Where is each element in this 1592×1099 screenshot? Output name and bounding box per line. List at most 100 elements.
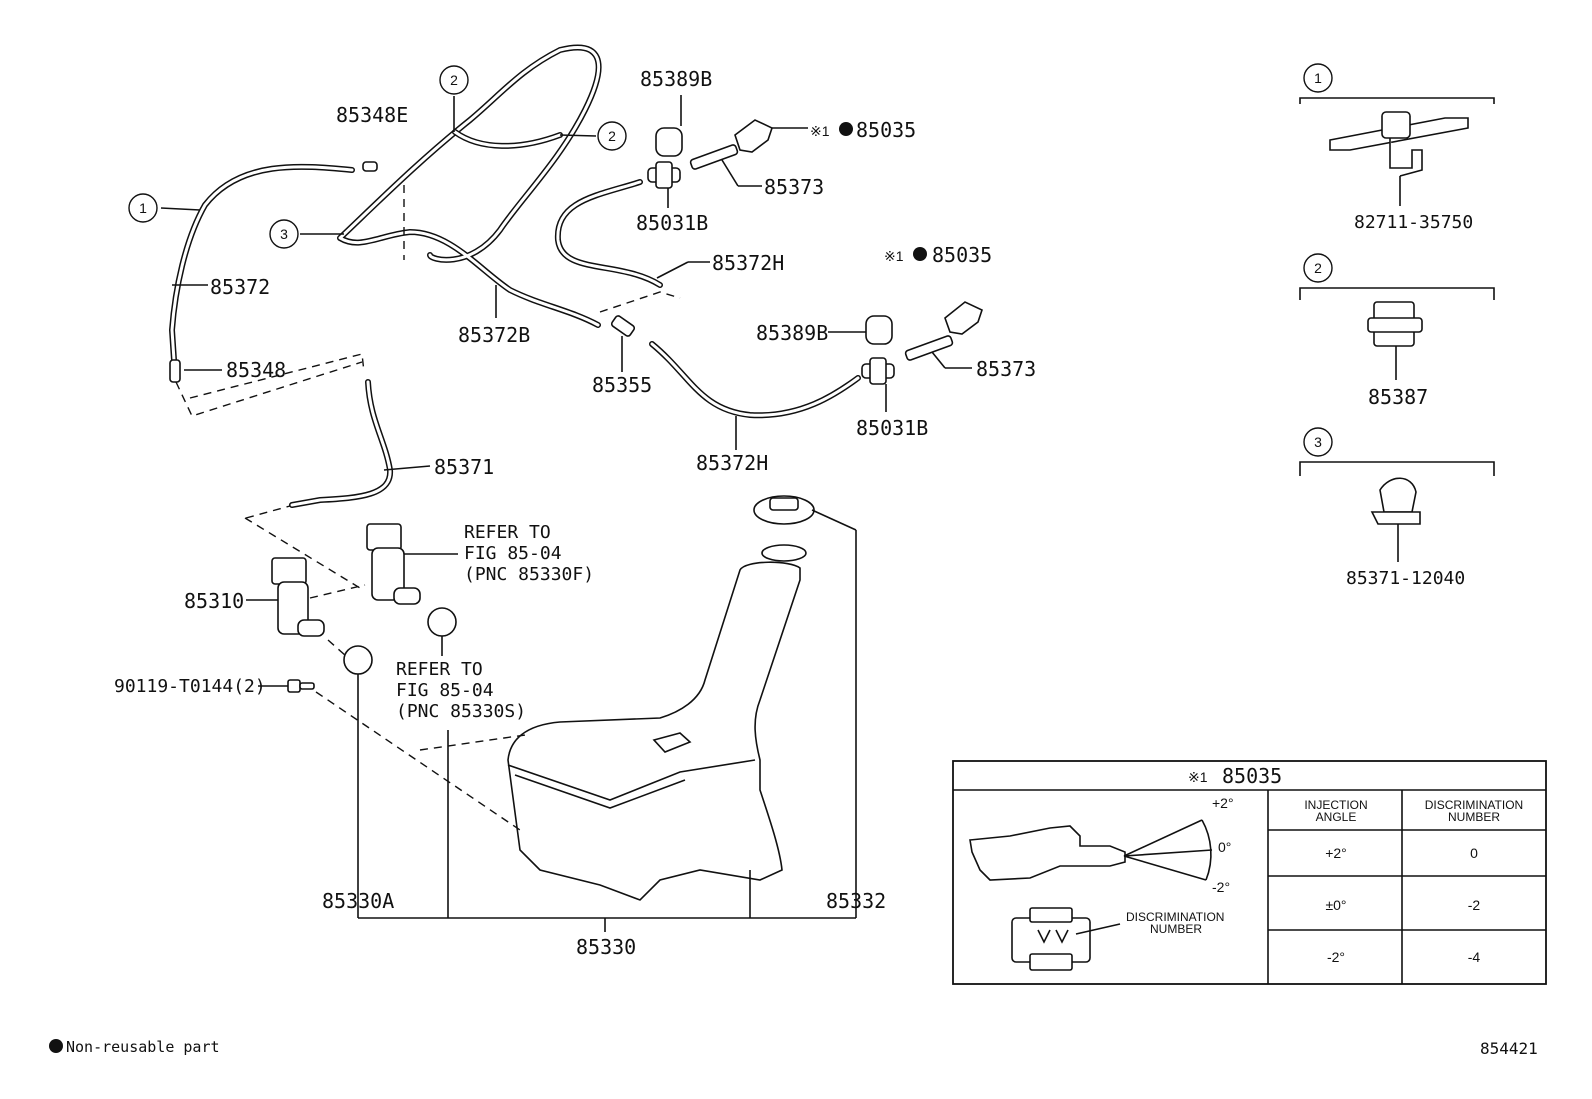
angle-top: +2° — [1212, 795, 1234, 811]
angle-bot: -2° — [1212, 879, 1230, 895]
tube-85373-a — [689, 144, 739, 170]
legend-text: Non-reusable part — [66, 1038, 220, 1056]
callout-2-right — [597, 121, 627, 151]
clip-85371-12040-drawing — [1370, 477, 1421, 525]
note-mark-b: ※1 — [884, 248, 904, 264]
connector-85348 — [169, 359, 181, 383]
sidebar-callout-1-text: 1 — [1314, 70, 1322, 86]
hose-callouts: 1 2 2 3 — [128, 65, 627, 249]
refer2-line3: (PNC 85330S) — [396, 701, 526, 722]
label-85330: 85330 — [576, 935, 636, 959]
callout-2-top — [439, 65, 469, 95]
injection-angle-table: ※1 85035 INJECTION ANGLE DISCRIMINATION … — [952, 760, 1547, 985]
valve-85031B-a — [647, 161, 681, 189]
clip-85387-drawing — [1367, 301, 1423, 347]
sidebar-callout-2 — [1303, 253, 1333, 283]
callout-1-text: 1 — [139, 200, 147, 216]
callout-3-text: 3 — [280, 226, 288, 242]
hose-85371 — [289, 379, 394, 508]
label-85031B-a: 85031B — [636, 211, 708, 235]
washer-tank — [507, 495, 815, 901]
label-85355: 85355 — [592, 373, 652, 397]
sidebar-part-85387: 85387 — [1368, 385, 1428, 409]
label-85373-a: 85373 — [764, 175, 824, 199]
table-title-mark: ※1 — [1188, 769, 1208, 785]
label-85348: 85348 — [226, 358, 286, 382]
nozzle-spray-illustration: +2° 0° -2° — [969, 795, 1234, 895]
sidebar-callout-3 — [1303, 427, 1333, 457]
note-mark-a: ※1 — [810, 123, 830, 139]
callout-3-on-hose — [269, 219, 299, 249]
col-header-angle-2: ANGLE — [1316, 810, 1357, 824]
hose-85372 — [168, 163, 355, 363]
label-85389B-b: 85389B — [756, 321, 828, 345]
screw-90119 — [287, 679, 315, 693]
table-row-1-number: 0 — [1470, 845, 1478, 861]
cap-85389B-a — [655, 127, 683, 157]
label-85373-b: 85373 — [976, 357, 1036, 381]
sidebar-callout-2-text: 2 — [1314, 260, 1322, 276]
table-title-part: 85035 — [1222, 764, 1282, 788]
label-85035-a: 85035 — [856, 118, 916, 142]
callout-2-top-text: 2 — [450, 72, 458, 88]
pump-85310 — [271, 557, 325, 637]
connector-discrimination-illustration: DISCRIMINATION NUMBER — [1011, 907, 1224, 971]
part-labels: 85348E 85372 85348 85371 85372B 85389B ※… — [114, 67, 1036, 959]
label-85372: 85372 — [210, 275, 270, 299]
valve-85031B-b — [861, 357, 895, 385]
clip-82711-35750-drawing — [1329, 111, 1469, 177]
label-85332: 85332 — [826, 889, 886, 913]
disc-label-2: NUMBER — [1150, 922, 1202, 936]
nozzle-85035-a — [734, 119, 773, 153]
sidebar-callout-1 — [1303, 63, 1333, 93]
table-row-1-angle: +2° — [1325, 845, 1347, 861]
refer1-line1: REFER TO — [464, 522, 551, 543]
callout-1-on-hose — [128, 193, 158, 223]
table-row-2-angle: ±0° — [1325, 897, 1346, 913]
label-85348E: 85348E — [336, 103, 408, 127]
connector-85348E — [362, 161, 378, 172]
disc-label-1: DISCRIMINATION — [1126, 910, 1224, 924]
tube-85373-b — [904, 335, 954, 361]
sidebar-part-82711-35750: 82711-35750 — [1354, 212, 1473, 233]
hose-85372B — [337, 44, 602, 328]
grommet-85330A — [343, 645, 373, 675]
non-reusable-dot-b — [913, 247, 927, 261]
joint-85355 — [610, 315, 636, 337]
hose-85372H-lower — [649, 341, 861, 419]
refer1-line3: (PNC 85330F) — [464, 564, 594, 585]
sidebar-part-85371-12040: 85371-12040 — [1346, 568, 1465, 589]
label-85372H-a: 85372H — [712, 251, 784, 275]
label-85330A: 85330A — [322, 889, 394, 913]
clip-legend: 1 82711-35750 2 85387 3 85371-12040 — [1299, 63, 1495, 589]
label-85371: 85371 — [434, 455, 494, 479]
label-90119: 90119-T0144(2) — [114, 676, 266, 697]
grommet-85330S — [427, 607, 457, 637]
refer2-line2: FIG 85-04 — [396, 680, 494, 701]
label-85031B-b: 85031B — [856, 416, 928, 440]
label-85372B: 85372B — [458, 323, 530, 347]
leader-lines — [160, 95, 972, 932]
col-header-number-1: DISCRIMINATION — [1425, 798, 1523, 812]
label-85389B-a: 85389B — [640, 67, 712, 91]
label-85310: 85310 — [184, 589, 244, 613]
footer: Non-reusable part 854421 — [49, 1038, 1538, 1058]
label-85372H-b: 85372H — [696, 451, 768, 475]
col-header-angle-1: INJECTION — [1304, 798, 1367, 812]
table-row-3-angle: -2° — [1327, 949, 1345, 965]
hoses — [168, 44, 861, 508]
cap-85389B-b — [865, 315, 893, 345]
pump-85330F — [366, 523, 421, 605]
angle-mid: 0° — [1218, 839, 1231, 855]
figure-number: 854421 — [1480, 1039, 1538, 1058]
table-row-2-number: -2 — [1468, 897, 1481, 913]
refer2-line1: REFER TO — [396, 659, 483, 680]
pumps — [271, 523, 457, 693]
label-85035-b: 85035 — [932, 243, 992, 267]
sidebar-callout-3-text: 3 — [1314, 434, 1322, 450]
legend-dot-icon — [49, 1039, 63, 1053]
col-header-number-2: NUMBER — [1448, 810, 1500, 824]
non-reusable-dot-a — [839, 122, 853, 136]
